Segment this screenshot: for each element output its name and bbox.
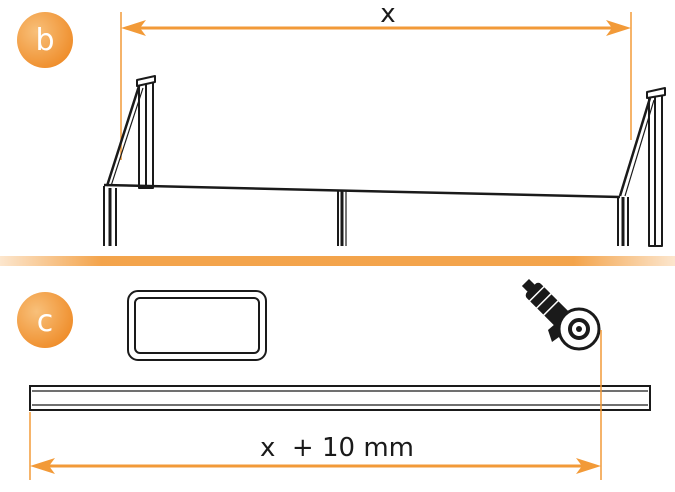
dimension-label-x-plus-10mm: x + 10 mm <box>260 433 414 463</box>
angle-grinder-icon <box>521 278 601 351</box>
step-label-b: b <box>35 23 54 58</box>
step-label-c: c <box>37 304 54 339</box>
step-badge-c: c <box>17 292 73 348</box>
dimension-x <box>120 12 632 160</box>
step-badge-b: b <box>17 12 73 68</box>
rectangular-tube-profile-icon <box>127 290 267 361</box>
bar-to-cut <box>29 385 651 411</box>
panel-c: c <box>17 278 651 480</box>
frame-drawing <box>103 75 666 247</box>
panel-b: b x <box>17 0 666 247</box>
panel-divider <box>0 256 675 266</box>
dimension-x-plus-10mm <box>29 330 602 480</box>
dimension-label-x: x <box>380 0 395 29</box>
